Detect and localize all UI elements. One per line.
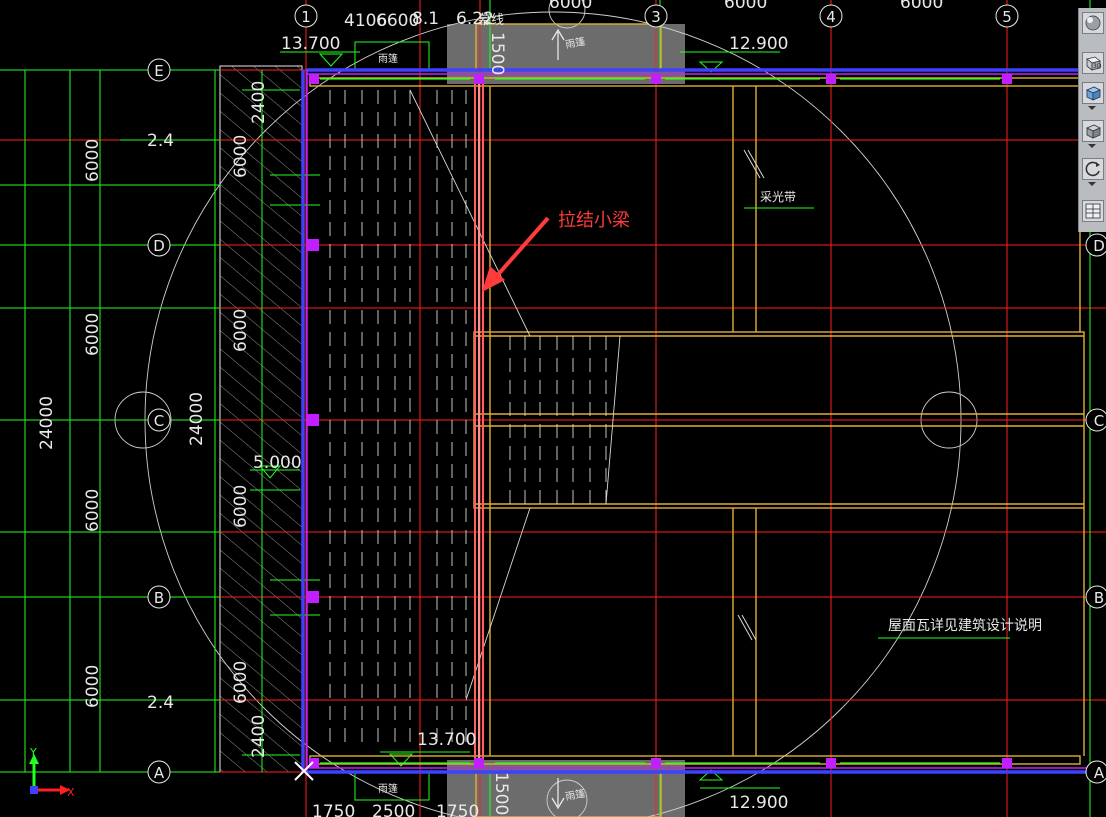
dim-6000-inner-1: 6000 [231, 135, 251, 178]
view-cube-dropdown-icon[interactable] [1088, 106, 1096, 110]
dim-top-1500: 1500 [487, 32, 507, 75]
axis-label-A: A [154, 764, 165, 782]
axis-label-4: 4 [826, 8, 836, 26]
steering-wheel-icon [1085, 15, 1101, 31]
axis-label-B-right: B [1094, 589, 1104, 607]
slab-edge-magenta [306, 70, 1106, 772]
dim-2-4-top: 2.4 [147, 131, 174, 151]
dim-24000: 24000 [37, 396, 57, 450]
label-roof-note: 屋面瓦详见建筑设计说明 [888, 618, 1042, 634]
elevation-12900-top: 12.900 [729, 34, 788, 54]
3d-view-button[interactable]: 3D [1082, 52, 1104, 74]
cursor-crosshair [294, 761, 314, 781]
shaded-view-dropdown-icon[interactable] [1088, 144, 1096, 148]
annotation-tie-beam-label: 拉结小梁 [558, 210, 630, 231]
axis-label-C: C [154, 412, 164, 430]
shaded-view-button[interactable] [1082, 120, 1104, 142]
label-canopy-top-mid: 雨篷 [564, 35, 586, 51]
dim-6000-inner-3: 6000 [231, 485, 251, 528]
note-underlines [737, 149, 1010, 641]
dim-top-overlap-d: 6.22 [456, 9, 494, 29]
viewport-grid-icon [1085, 203, 1101, 219]
label-canopy-top-left: 雨篷 [378, 52, 398, 65]
axis-label-B: B [154, 589, 164, 607]
dim-top-overlap-c: 8.1 [412, 9, 439, 29]
ucs-y-label: Y [29, 746, 37, 759]
slab-edges [301, 68, 1106, 774]
tie-beam-highlight[interactable] [474, 77, 484, 765]
dim-6000-inner-2: 6000 [231, 309, 251, 352]
axis-label-D-right: D [1093, 237, 1105, 255]
ucs-icon: Y X [29, 746, 75, 799]
axis-bubbles [147, 4, 1106, 784]
label-skylight: 采光带 [760, 190, 796, 204]
label-top-cut: 幕线 [478, 13, 504, 28]
dim-bottom-1500: 1500 [491, 772, 511, 815]
axis-label-D: D [153, 237, 165, 255]
annotation-arrow [482, 216, 550, 292]
axis-label-A-right: A [1094, 764, 1105, 782]
elevation-12900-bottom: 12.900 [729, 793, 788, 813]
view-cube-button[interactable] [1082, 82, 1104, 104]
axis-label-5: 5 [1002, 8, 1012, 26]
axis-label-C-right: C [1094, 412, 1104, 430]
orbit-icon [1085, 161, 1100, 177]
3d-button-label: 3D [1093, 63, 1102, 70]
beam-arrows [320, 78, 1000, 764]
orbit-dropdown-icon[interactable] [1088, 182, 1096, 186]
dim-top-partial-c: 6000 [900, 0, 943, 13]
canopy-slope-arrows [551, 28, 565, 810]
dim-6000-4: 6000 [83, 665, 103, 708]
dim-2400-top: 2400 [249, 81, 269, 124]
viewport-config-button[interactable] [1082, 200, 1104, 222]
elevation-13700-bottom: 13.700 [417, 730, 476, 750]
dim-top-partial-a: 6000 [549, 0, 592, 13]
dim-6000-2: 6000 [83, 313, 103, 356]
dim-bottom-1750b: 1750 [436, 802, 479, 817]
dim-6000-1: 6000 [83, 139, 103, 182]
dim-2-4-bottom: 2.4 [147, 693, 174, 713]
dim-top-overlap-b: 6600 [376, 11, 419, 31]
navigation-wheel-button[interactable] [1082, 12, 1104, 34]
elevation-13700-top: 13.700 [281, 34, 340, 54]
dim-top-overlap-a: 4106 [344, 11, 387, 31]
hip-lines [409, 89, 621, 701]
dim-bottom-2500: 2500 [372, 802, 415, 817]
label-canopy-bottom-mid: 雨篷 [564, 787, 586, 803]
dim-6000-inner-4: 6000 [231, 661, 251, 704]
cube-3d-icon: 3D [1086, 56, 1102, 71]
dim-24000-inner: 24000 [187, 392, 207, 446]
dim-top-partial-b: 6000 [724, 0, 767, 13]
view-cube-icon [1086, 86, 1101, 101]
solid-cube-icon [1086, 124, 1101, 139]
ucs-x-label: X [67, 786, 75, 799]
dim-2400-bottom: 2400 [249, 715, 269, 758]
elevation-5000: 5.000 [253, 453, 302, 473]
label-canopy-bottom-left: 雨篷 [378, 782, 398, 795]
orbit-button[interactable] [1082, 158, 1104, 180]
view-navigation-toolbar: 3D [1078, 8, 1106, 232]
dim-bottom-1750a: 1750 [312, 802, 355, 817]
axis-label-1: 1 [301, 8, 311, 26]
elevation-markers [258, 53, 724, 781]
purlins [329, 90, 607, 750]
axis-label-3: 3 [651, 8, 661, 26]
columns [307, 74, 1012, 768]
axis-label-E: E [154, 62, 163, 80]
dim-6000-3: 6000 [83, 489, 103, 532]
